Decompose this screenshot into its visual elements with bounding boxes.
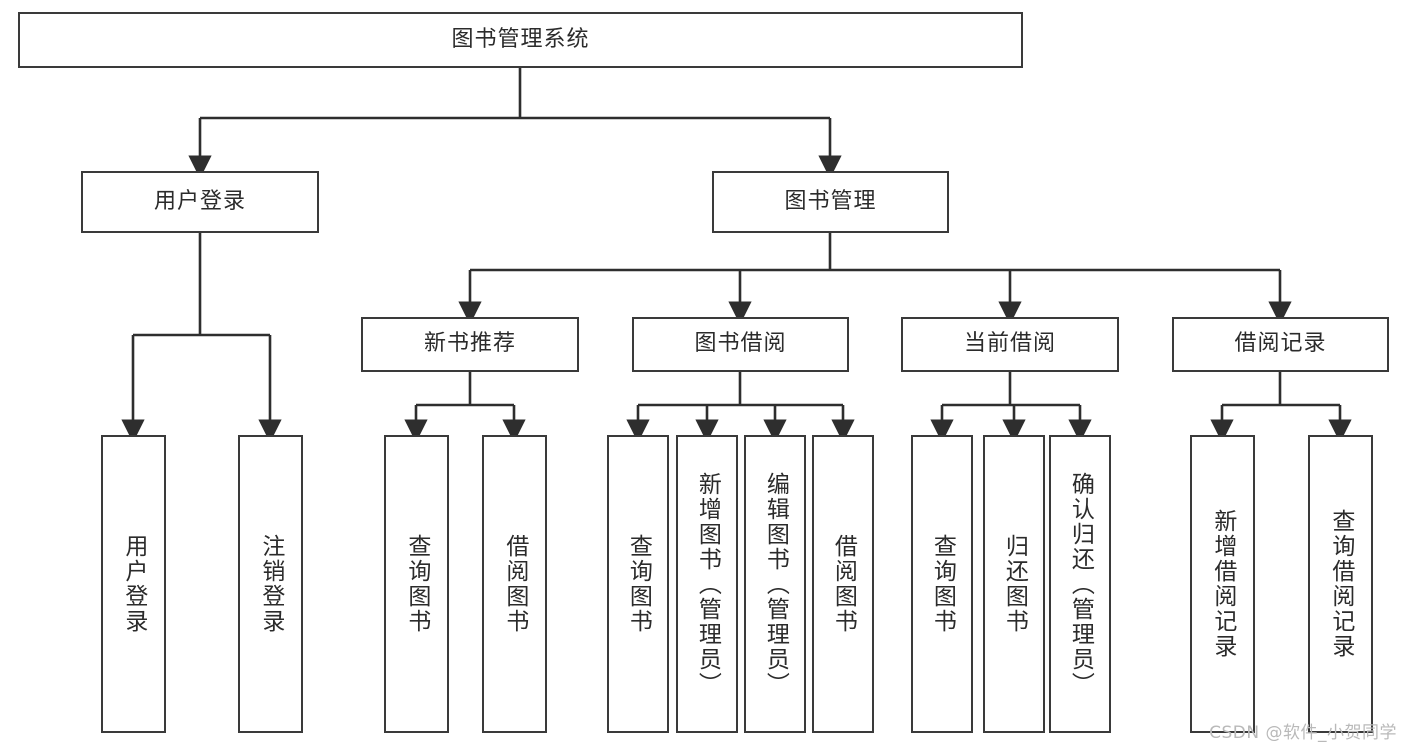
leaf-query-borrow-record[interactable]: 查询借阅记录 xyxy=(1308,435,1373,733)
leaf-borrow-book[interactable]: 借阅图书 xyxy=(812,435,874,733)
node-new-book-recommend[interactable]: 新书推荐 xyxy=(361,317,579,372)
node-book-management[interactable]: 图书管理 xyxy=(712,171,949,233)
node-root[interactable]: 图书管理系统 xyxy=(18,12,1023,68)
node-borrow-record-label: 借阅记录 xyxy=(1234,331,1327,357)
leaf-confirm-return-admin[interactable]: 确认归还（管理员） xyxy=(1049,435,1111,733)
leaf-label: 归还图书 xyxy=(1001,534,1028,634)
leaf-query-book-current[interactable]: 查询图书 xyxy=(911,435,973,733)
leaf-return-book[interactable]: 归还图书 xyxy=(983,435,1045,733)
leaf-user-logout[interactable]: 注销登录 xyxy=(238,435,303,733)
leaf-label: 确认归还（管理员） xyxy=(1067,471,1094,697)
leaf-label: 新增图书（管理员） xyxy=(694,471,721,697)
leaf-query-book-borrow[interactable]: 查询图书 xyxy=(607,435,669,733)
leaf-label: 查询借阅记录 xyxy=(1327,509,1354,659)
node-book-management-label: 图书管理 xyxy=(784,188,877,214)
leaf-edit-book-admin[interactable]: 编辑图书（管理员） xyxy=(744,435,806,733)
node-root-label: 图书管理系统 xyxy=(451,26,590,52)
node-book-borrow[interactable]: 图书借阅 xyxy=(632,317,849,372)
node-book-borrow-label: 图书借阅 xyxy=(694,331,787,357)
leaf-query-book-recommend[interactable]: 查询图书 xyxy=(384,435,449,733)
node-borrow-record[interactable]: 借阅记录 xyxy=(1172,317,1389,372)
leaf-label: 查询图书 xyxy=(625,534,652,634)
leaf-add-book-admin[interactable]: 新增图书（管理员） xyxy=(676,435,738,733)
leaf-borrow-book-recommend[interactable]: 借阅图书 xyxy=(482,435,547,733)
leaf-label: 注销登录 xyxy=(257,534,284,634)
node-user-login[interactable]: 用户登录 xyxy=(81,171,319,233)
node-user-login-label: 用户登录 xyxy=(153,188,246,214)
watermark: CSDN @软件_小贺同学 xyxy=(1209,723,1397,743)
leaf-user-login[interactable]: 用户登录 xyxy=(101,435,166,733)
leaf-label: 新增借阅记录 xyxy=(1209,509,1236,659)
node-current-borrow[interactable]: 当前借阅 xyxy=(901,317,1119,372)
leaf-add-borrow-record[interactable]: 新增借阅记录 xyxy=(1190,435,1255,733)
leaf-label: 查询图书 xyxy=(403,534,430,634)
leaf-label: 用户登录 xyxy=(120,534,147,634)
leaf-label: 借阅图书 xyxy=(830,534,857,634)
node-new-book-recommend-label: 新书推荐 xyxy=(423,331,516,357)
leaf-label: 查询图书 xyxy=(929,534,956,634)
leaf-label: 编辑图书（管理员） xyxy=(762,471,789,697)
node-current-borrow-label: 当前借阅 xyxy=(963,331,1056,357)
leaf-label: 借阅图书 xyxy=(501,534,528,634)
